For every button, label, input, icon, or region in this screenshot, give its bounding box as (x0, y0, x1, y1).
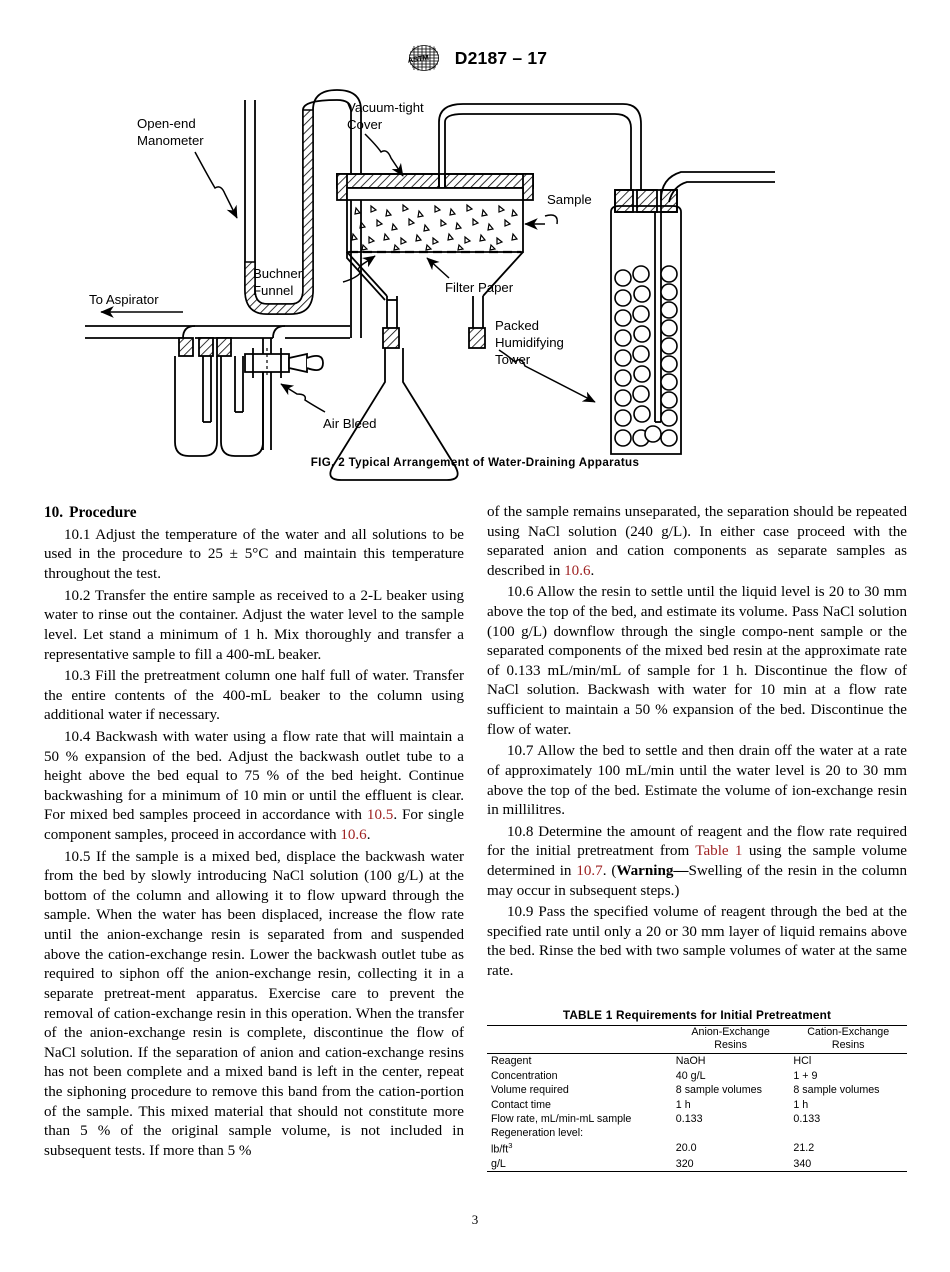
paragraph-10-4: 10.4 Backwash with water using a flow ra… (44, 728, 464, 846)
paragraph-10-5-continued: of the sample remains unseparated, the s… (487, 503, 907, 581)
table-cell-label: Regeneration level: (491, 1127, 584, 1140)
table-cell-anion: 0.133 (675, 1113, 703, 1125)
xref-10-7[interactable]: 10.7 (576, 862, 603, 879)
xref-10-6[interactable]: 10.6 (340, 827, 367, 844)
table-cell-label-superscript: 3 (508, 1140, 513, 1150)
table-row: Contact time 1 h 1 h (487, 1098, 907, 1112)
table-cell-cation: 21.2 (793, 1141, 815, 1154)
figure-label-open-end-manometer-line1: Open-end (137, 116, 196, 131)
figure-caption: FIG. 2 Typical Arrangement of Water-Drai… (310, 456, 640, 469)
figure-label-sample: Sample (547, 192, 592, 207)
figure-label-air-bleed: Air Bleed (323, 416, 377, 431)
table-row: Concentration 40 g/L 1 + 9 (487, 1069, 907, 1083)
table-cell-label: Volume required (491, 1084, 569, 1097)
table-cell-anion: 1 h (675, 1098, 691, 1111)
table-1-block: TABLE 1 Requirements for Initial Pretrea… (487, 1008, 907, 1173)
section-number: 10. (44, 504, 64, 521)
table-row: Flow rate, mL/min-mL sample 0.133 0.133 (487, 1112, 907, 1126)
figure-2: Open-end Manometer Vacuum-tight Cover Sa… (0, 82, 950, 482)
xref-10-5[interactable]: 10.5 (366, 807, 394, 824)
table-header-blank (487, 1024, 672, 1055)
paragraph-10-8-text-b: using the sample volume determined in (487, 843, 908, 879)
table-cell-cation: 1 h (793, 1098, 809, 1111)
table-1: Anion-Exchange Resins Cation-Exchange Re… (487, 1024, 907, 1173)
table-header-cation: Cation-Exchange Resins (789, 1024, 907, 1055)
paragraph-10-7: 10.7 Allow the bed to settle and then dr… (487, 743, 907, 819)
table-1-title: TABLE 1 Requirements for Initial Pretrea… (562, 1008, 832, 1022)
paragraph-10-9: 10.9 Pass the specified volume of reagen… (487, 904, 907, 980)
paragraph-10-2: 10.2 Transfer the entire sample as recei… (44, 587, 464, 663)
table-cell-cation: 0.133 (793, 1113, 821, 1125)
table-row: g/L 320 340 (487, 1156, 907, 1173)
table-row: Regeneration level: (487, 1126, 907, 1140)
figure-label-packed-tower-line1: Packed (495, 318, 539, 333)
paragraph-10-4-text-b: . For single component samples, proceed … (44, 807, 464, 844)
table-cell-label: Reagent (491, 1055, 532, 1068)
table-cell-label: Flow rate, mL/min-mL sample (491, 1113, 632, 1125)
paragraph-10-5-cont-text-a: of the sample remains unseparated, the s… (487, 504, 907, 579)
table-header-anion: Anion-Exchange Resins (671, 1024, 790, 1055)
paragraph-10-8-text-c: . ( (602, 862, 617, 879)
xref-10-6-second[interactable]: 10.6 (564, 562, 591, 579)
table-cell-label: g/L (487, 1156, 672, 1173)
document-designation: D2187 – 17 (454, 47, 548, 68)
table-header-anion-line1: Anion-Exchange (691, 1026, 770, 1038)
section-heading: 10. Procedure (44, 503, 464, 523)
page-header: ASTM D2187 – 17 (0, 44, 950, 72)
table-row: Reagent NaOH HCl (487, 1054, 907, 1069)
warning-label: Warning— (616, 862, 689, 879)
table-cell-anion: NaOH (675, 1055, 706, 1068)
body-column-right: of the sample remains unseparated, the s… (487, 503, 907, 984)
paragraph-10-5: 10.5 If the sample is a mixed bed, displ… (44, 848, 464, 1159)
table-header-cation-line1: Cation-Exchange (807, 1026, 890, 1038)
astm-logo-icon: ASTM (407, 45, 439, 71)
table-cell-anion: 320 (671, 1156, 790, 1173)
table-cell-cation: 8 sample volumes (793, 1084, 880, 1097)
paragraph-10-6: 10.6 Allow the resin to settle until the… (487, 584, 907, 738)
table-cell-label: Contact time (491, 1098, 551, 1111)
table-cell-cation: 1 + 9 (793, 1069, 818, 1082)
table-header-anion-line2: Resins (714, 1038, 747, 1051)
xref-table-1[interactable]: Table 1 (695, 843, 743, 860)
figure-label-vacuum-tight-cover-line2: Cover (347, 117, 383, 132)
table-cell-label-text: lb/ft (491, 1143, 509, 1156)
table-header-cation-line2: Resins (831, 1038, 865, 1051)
paragraph-10-3: 10.3 Fill the pretreatment column one ha… (44, 668, 464, 724)
paragraph-10-5-cont-text-b: . (590, 562, 595, 579)
figure-label-packed-tower-line2: Humidifying (495, 335, 564, 350)
figure-label-buchner-funnel-line2: Funnel (253, 283, 293, 298)
svg-text:ASTM: ASTM (407, 53, 429, 65)
apparatus-diagram: Open-end Manometer Vacuum-tight Cover Sa… (85, 89, 775, 481)
table-cell-label: Concentration (491, 1069, 558, 1082)
table-cell-anion: 8 sample volumes (675, 1084, 762, 1097)
figure-label-buchner-funnel-line1: Buchner (253, 266, 303, 281)
figure-label-filter-paper: Filter Paper (445, 280, 514, 295)
table-cell-cation: HCl (793, 1055, 812, 1068)
paragraph-10-8: 10.8 Determine the amount of reagent and… (487, 823, 907, 901)
table-cell-anion: 40 g/L (675, 1069, 706, 1082)
paragraph-10-8-text-d: Swelling of the resin in the column may … (487, 862, 907, 899)
table-header-row: Anion-Exchange Resins Cation-Exchange Re… (487, 1024, 907, 1055)
paragraph-10-4-text-c: . (366, 827, 371, 844)
table-cell-cation: 340 (789, 1156, 907, 1173)
table-cell-label: lb/ft3 (487, 1141, 672, 1157)
figure-label-open-end-manometer-line2: Manometer (137, 133, 204, 148)
body-column-left: 10. Procedure 10.1 Adjust the temperature… (44, 503, 464, 1163)
figure-label-to-aspirator: To Aspirator (89, 292, 159, 307)
table-cell-anion (672, 1126, 790, 1140)
paragraph-10-8-text-a: 10.8 Determine the amount of reagent and… (487, 823, 907, 860)
page-number: 3 (471, 1212, 479, 1227)
paragraph-10-1: 10.1 Adjust the temperature of the water… (44, 526, 464, 583)
table-row: Volume required 8 sample volumes 8 sampl… (487, 1083, 907, 1097)
table-row: lb/ft3 20.0 21.2 (487, 1141, 907, 1157)
paragraph-10-4-text-a: 10.4 Backwash with water using a flow ra… (44, 728, 464, 824)
figure-label-vacuum-tight-cover-line1: Vacuum-tight (347, 100, 424, 115)
table-cell-anion: 20.0 (675, 1141, 697, 1154)
figure-label-packed-tower-line3: Tower (495, 352, 531, 367)
section-title: Procedure (69, 504, 137, 521)
table-cell-cation (789, 1126, 907, 1140)
